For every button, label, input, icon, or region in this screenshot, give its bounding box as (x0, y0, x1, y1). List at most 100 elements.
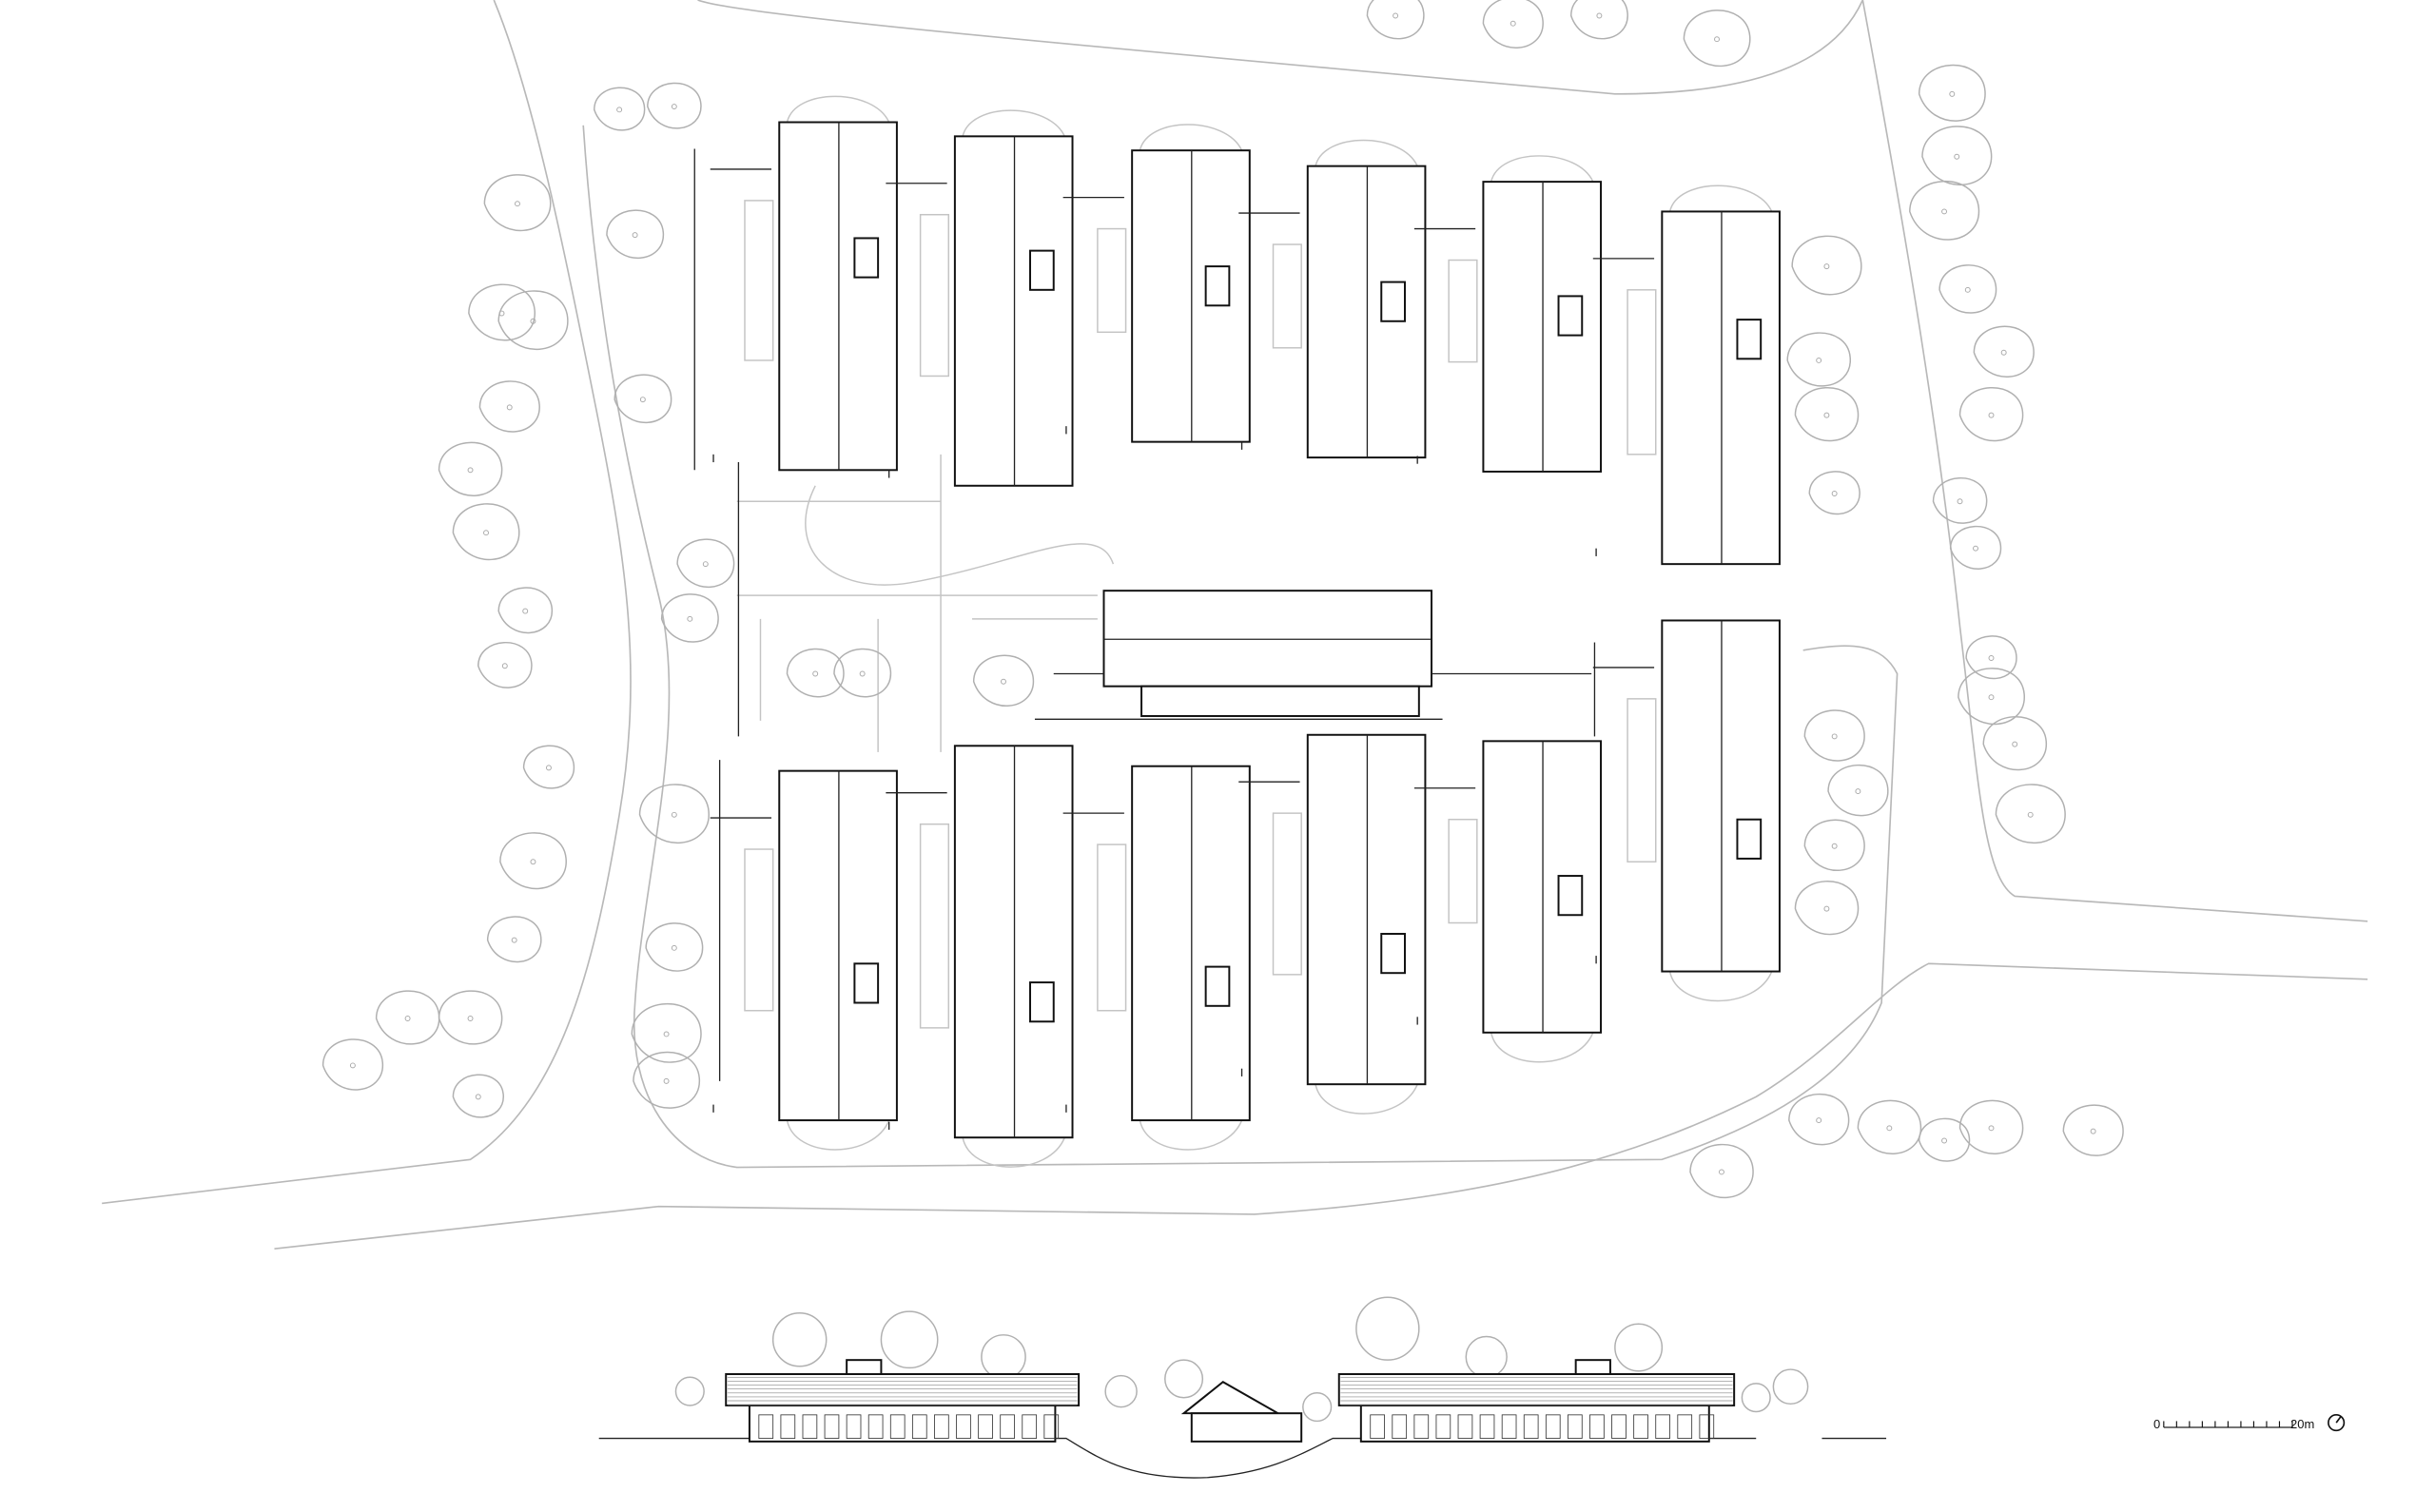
tree-canopy (1791, 235, 1862, 296)
skylight (1204, 265, 1231, 307)
house (1413, 740, 1603, 1034)
skylight (1736, 319, 1763, 360)
house (1062, 149, 1251, 443)
tree-canopy (1808, 471, 1860, 515)
tree-canopy (1857, 1099, 1922, 1154)
tree-canopy (1918, 64, 1986, 122)
tree-canopy (1689, 1143, 1754, 1198)
trees (321, 0, 2124, 1198)
road-right-outer (1861, 0, 2368, 922)
scale-end-label: 20m (2290, 1417, 2315, 1431)
tree-canopy (1918, 1117, 1971, 1162)
inner-path (582, 125, 1899, 1169)
skylight (1029, 249, 1055, 291)
tree-canopy (972, 654, 1035, 707)
tree-canopy (1995, 784, 2066, 844)
tree-canopy (606, 209, 665, 259)
tree-canopy (1803, 709, 1865, 762)
house (1062, 765, 1251, 1122)
tree-canopy (321, 1038, 383, 1091)
road-left-outer (102, 0, 632, 1205)
tree-canopy (1973, 325, 2035, 378)
tree-canopy (1982, 716, 2047, 771)
tree-canopy (497, 290, 569, 351)
skylight (1557, 875, 1584, 917)
tree-canopy (438, 441, 503, 496)
house (1238, 733, 1427, 1086)
tree-canopy (1827, 764, 1889, 817)
house (1238, 165, 1427, 459)
tree-canopy (645, 922, 704, 972)
house (886, 135, 1074, 487)
road-top (697, 0, 1864, 95)
skylight (853, 962, 880, 1004)
tree-canopy (1949, 525, 2002, 570)
tree-canopy (1683, 10, 1751, 68)
tree-canopy (499, 832, 567, 890)
scale-start-label: 0 (2153, 1417, 2161, 1431)
roof-hatching (727, 1376, 1733, 1439)
tree-canopy (2062, 1104, 2124, 1156)
tree-canopy (638, 784, 710, 844)
tree-canopy (1938, 264, 1997, 314)
tree-canopy (1569, 0, 1628, 40)
skylight (1204, 965, 1231, 1007)
tree-canopy (1921, 126, 1993, 186)
tree-canopy (676, 538, 735, 588)
tree-canopy (833, 648, 892, 698)
tree-canopy (1786, 332, 1851, 387)
tree-canopy (477, 642, 533, 688)
tree-canopy (438, 990, 503, 1045)
scale-bar (2163, 1421, 2293, 1428)
skylight (1557, 295, 1584, 337)
skylight (1736, 818, 1763, 860)
tree-canopy (483, 174, 552, 232)
tree-canopy (468, 283, 536, 341)
tree-canopy (631, 1002, 702, 1063)
tree-canopy (1958, 1099, 2024, 1154)
house (710, 121, 898, 472)
site-elevation (598, 1296, 1887, 1479)
buildings (693, 121, 1781, 1139)
house (1413, 181, 1603, 473)
skylight (1380, 281, 1406, 322)
tree-canopy (1794, 881, 1860, 936)
tree-canopy (647, 82, 702, 129)
skylight (1029, 981, 1055, 1023)
tree-canopy (1965, 635, 2017, 680)
house (886, 745, 1074, 1139)
tree-canopy (1958, 668, 2025, 726)
house (710, 769, 898, 1122)
courtyard-paths (736, 454, 1115, 752)
tree-canopy (452, 503, 520, 561)
tree-canopy (478, 380, 540, 433)
tree-canopy (786, 648, 845, 698)
north-arrow-icon (2328, 1414, 2346, 1432)
roads (102, 0, 2368, 1250)
tree-canopy (660, 593, 719, 643)
tree-canopy (1932, 477, 1988, 524)
house (1592, 210, 1781, 566)
road-bottom (274, 962, 2368, 1250)
central-building (1034, 590, 1592, 720)
tree-canopy (497, 587, 553, 634)
tree-canopy (594, 87, 646, 131)
tree-canopy (1909, 180, 1980, 241)
tree-canopy (1803, 819, 1865, 871)
tree-canopy (1794, 387, 1860, 442)
tree-canopy (1958, 387, 2024, 442)
tree-canopy (452, 1074, 504, 1118)
tree-canopy (522, 745, 575, 789)
skylight (853, 237, 880, 279)
terraces (744, 95, 1773, 1168)
elevation-trees (674, 1296, 1809, 1423)
tree-canopy (1366, 0, 1425, 40)
skylight (1380, 933, 1406, 975)
tree-canopy (1788, 1093, 1850, 1146)
tree-canopy (375, 990, 440, 1045)
tree-canopy (633, 1051, 700, 1109)
tree-canopy (614, 374, 672, 423)
tree-canopy (1482, 0, 1544, 48)
house (1592, 619, 1781, 973)
